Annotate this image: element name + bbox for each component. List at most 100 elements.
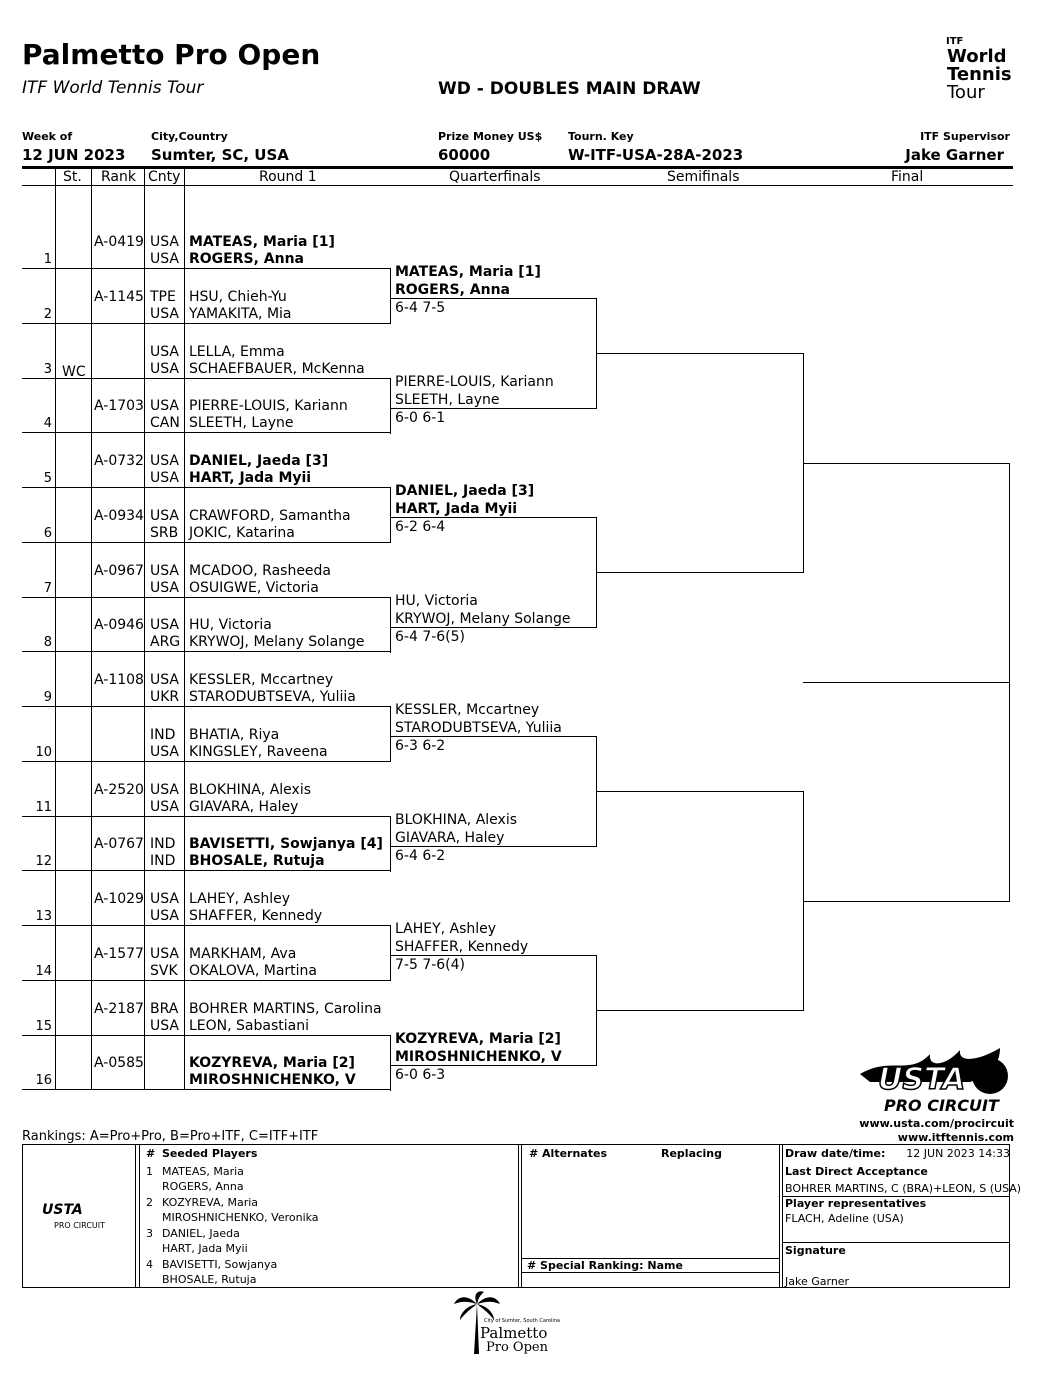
entry-country: USA	[150, 453, 179, 469]
entry-bottom-line	[22, 487, 391, 488]
col-rank: Rank	[101, 169, 136, 185]
entry-country: USA	[150, 251, 179, 267]
entry-bottom-line	[22, 268, 391, 269]
sep	[144, 169, 145, 186]
draw-slot-number: 14	[35, 964, 52, 979]
entry-country: USA	[150, 361, 179, 377]
signature-label: Signature	[785, 1244, 846, 1257]
seed-player: BHOSALE, Rutuja	[162, 1273, 257, 1286]
itf-url[interactable]: www.itftennis.com	[897, 1131, 1014, 1144]
usta-url[interactable]: www.usta.com/procircuit	[859, 1117, 1014, 1130]
sep	[135, 1144, 136, 1288]
entry-player: JOKIC, Katarina	[189, 525, 295, 541]
column-line	[144, 186, 145, 1090]
palmetto-city-text: City of Sumter, South Carolina	[484, 1318, 560, 1324]
sep	[139, 1144, 140, 1288]
entry-rank: A-1577	[94, 946, 144, 962]
week-value: 12 JUN 2023	[22, 146, 126, 164]
sep	[55, 169, 56, 186]
qf-player: KRYWOJ, Melany Solange	[395, 611, 571, 627]
entry-player: MATEAS, Maria [1]	[189, 234, 335, 250]
entry-bottom-line	[22, 761, 391, 762]
prize-value: 60000	[438, 146, 491, 164]
entry-country: BRA	[150, 1001, 179, 1017]
sf-line	[596, 791, 803, 792]
column-line	[91, 186, 92, 1090]
qf-score: 6-2 6-4	[395, 519, 446, 535]
column-line	[55, 186, 56, 1090]
player-rep-value: FLACH, Adeline (USA)	[785, 1212, 904, 1225]
entry-player: BLOKHINA, Alexis	[189, 782, 312, 798]
entry-bottom-line	[22, 980, 391, 981]
r1-connector	[390, 378, 391, 434]
itf-logo-line2: Tennis	[947, 64, 1012, 85]
draw-slot-number: 6	[43, 526, 52, 541]
entry-bottom-line	[22, 542, 391, 543]
qf-player: LAHEY, Ashley	[395, 921, 497, 937]
entry-country: USA	[150, 946, 179, 962]
entry-player: BAVISETTI, Sowjanya [4]	[189, 836, 383, 852]
draw-date-label: Draw date/time:	[785, 1147, 886, 1160]
draw-slot-number: 7	[43, 581, 52, 596]
entry-bottom-line	[22, 323, 391, 324]
r1-connector	[390, 487, 391, 543]
entry-rank: A-0767	[94, 836, 144, 852]
entry-player: KRYWOJ, Melany Solange	[189, 634, 365, 650]
seed-player: BAVISETTI, Sowjanya	[162, 1258, 278, 1271]
col-cnty: Cnty	[148, 169, 181, 185]
replacing-title: Replacing	[661, 1147, 722, 1160]
draw-slot-number: 9	[43, 690, 52, 705]
entry-player: GIAVARA, Haley	[189, 799, 299, 815]
qf-line	[390, 955, 596, 956]
entry-player: SHAFFER, Kennedy	[189, 908, 323, 924]
entry-country: SRB	[150, 525, 179, 541]
col-round1: Round 1	[259, 169, 317, 185]
r1-connector	[390, 925, 391, 981]
qf-player: HART, Jada Myii	[395, 501, 518, 517]
qf-player: KESSLER, Mccartney	[395, 702, 540, 718]
draw-slot-number: 10	[35, 745, 52, 760]
final-line	[803, 463, 1009, 464]
r1-connector	[390, 816, 391, 872]
draw-slot-number: 15	[35, 1019, 52, 1034]
qf-player: BLOKHINA, Alexis	[395, 812, 518, 828]
usta-small-logo: USTA	[42, 1202, 83, 1218]
itf-logo-line3: Tour	[947, 82, 985, 103]
entry-bottom-line	[22, 706, 391, 707]
qf-player: HU, Victoria	[395, 593, 478, 609]
draw-slot-number: 8	[43, 635, 52, 650]
qf-line	[390, 517, 596, 518]
entry-player: OKALOVA, Martina	[189, 963, 318, 979]
entry-rank: A-0419	[94, 234, 144, 250]
usta-pro-circuit-logo: USTA PRO CIRCUIT	[850, 1046, 1015, 1116]
rankings-legend: Rankings: A=Pro+Pro, B=Pro+ITF, C=ITF+IT…	[22, 1129, 319, 1144]
entry-player: SCHAEFBAUER, McKenna	[189, 361, 365, 377]
qf-score: 6-4 7-6(5)	[395, 629, 466, 645]
seed-player: MATEAS, Maria	[162, 1165, 244, 1178]
col-final: Final	[891, 169, 924, 185]
sep	[782, 1144, 783, 1288]
entry-rank: A-2187	[94, 1001, 144, 1017]
entry-player: LAHEY, Ashley	[189, 891, 291, 907]
entry-player: BHOSALE, Rutuja	[189, 853, 325, 869]
pro-circuit-text: PRO CIRCUIT	[884, 1096, 999, 1115]
entry-player: PIERRE-LOUIS, Kariann	[189, 398, 348, 414]
lda-value: BOHRER MARTINS, C (BRA)+LEON, S (USA)	[785, 1182, 1022, 1195]
qf-player: DANIEL, Jaeda [3]	[395, 483, 535, 499]
col-quarterfinals: Quarterfinals	[449, 169, 541, 185]
entry-player: LEON, Sabastiani	[189, 1018, 309, 1034]
entry-bottom-line	[22, 651, 391, 652]
entry-rank: A-2520	[94, 782, 144, 798]
entry-player: STARODUBTSEVA, Yuliia	[189, 689, 356, 705]
draw-slot-number: 4	[43, 416, 52, 431]
palmetto-pro-open-logo: City of Sumter, South Carolina Palmetto …	[452, 1290, 562, 1360]
signature-value: Jake Garner	[785, 1275, 850, 1288]
entry-bottom-line	[22, 1089, 391, 1090]
entry-player: HSU, Chieh-Yu	[189, 289, 287, 305]
qf-player: KOZYREVA, Maria [2]	[395, 1031, 561, 1047]
entry-country: ARG	[150, 634, 181, 650]
entry-bottom-line	[22, 1035, 391, 1036]
entry-rank: A-0946	[94, 617, 144, 633]
sep	[522, 1258, 779, 1259]
qf-player: STARODUBTSEVA, Yuliia	[395, 720, 562, 736]
